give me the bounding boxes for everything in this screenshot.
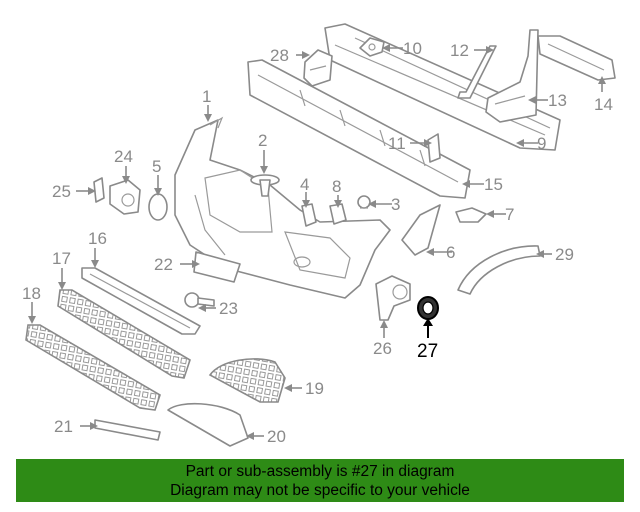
part-13-bracket xyxy=(485,29,539,123)
callout-labels: 1 2 3 4 5 6 7 8 9 10 11 12 13 14 15 16 1… xyxy=(22,39,613,446)
part-10-bracket xyxy=(359,37,385,57)
part-29-wheel-arch-trim xyxy=(457,245,541,295)
banner-line-part-number: Part or sub-assembly is #27 in diagram xyxy=(185,463,455,480)
callout-10: 10 xyxy=(403,39,422,58)
callout-17: 17 xyxy=(52,249,71,268)
callout-12: 12 xyxy=(450,41,469,60)
part-18-grille xyxy=(25,324,161,411)
callout-6: 6 xyxy=(446,243,455,262)
callout-2: 2 xyxy=(258,131,267,150)
callout-20: 20 xyxy=(267,427,286,446)
part-3-clip xyxy=(357,195,371,209)
parts-diagram: 1 2 3 4 5 6 7 8 9 10 11 12 13 14 15 16 1… xyxy=(22,23,616,447)
part-17-grille xyxy=(57,289,191,379)
callout-22: 22 xyxy=(154,255,173,274)
callout-4: 4 xyxy=(300,175,309,194)
callout-19: 19 xyxy=(305,379,324,398)
part-20-fog-trim xyxy=(167,402,249,447)
callout-16: 16 xyxy=(88,229,107,248)
callout-29: 29 xyxy=(555,245,574,264)
banner-line-disclaimer: Diagram may not be specific to your vehi… xyxy=(170,482,470,499)
callout-3: 3 xyxy=(391,195,400,214)
callout-9: 9 xyxy=(537,134,546,153)
part-11-bracket xyxy=(427,133,441,163)
callout-1: 1 xyxy=(202,87,211,106)
callout-15: 15 xyxy=(484,175,503,194)
callout-14: 14 xyxy=(594,95,613,114)
callout-5: 5 xyxy=(152,157,161,176)
part-25-ring xyxy=(93,177,105,203)
callout-28: 28 xyxy=(270,46,289,65)
part-7-clip xyxy=(455,207,487,223)
part-4-bracket xyxy=(301,203,317,227)
part-24-sensor xyxy=(109,179,141,215)
callout-13: 13 xyxy=(548,91,567,110)
callout-26: 26 xyxy=(373,339,392,358)
callout-27-highlighted: 27 xyxy=(417,341,438,362)
part-26-sensor xyxy=(375,275,411,321)
part-5-ring xyxy=(148,193,168,221)
callout-11: 11 xyxy=(388,134,406,153)
callout-8: 8 xyxy=(332,177,341,196)
callout-23: 23 xyxy=(219,299,238,318)
callout-24: 24 xyxy=(114,147,133,166)
part-2-stud xyxy=(250,174,280,197)
callout-18: 18 xyxy=(22,284,41,303)
callout-25: 25 xyxy=(52,182,71,201)
part-15-energy-absorber xyxy=(247,59,471,199)
part-21-trim-strip xyxy=(94,419,161,441)
part-12-bracket xyxy=(457,45,497,99)
part-27-ring-highlighted xyxy=(417,296,439,320)
leader-lines xyxy=(28,44,606,440)
part-23-bolt xyxy=(184,292,215,308)
part-6-bracket xyxy=(401,204,441,256)
callout-21: 21 xyxy=(54,417,73,436)
callout-7: 7 xyxy=(505,205,514,224)
part-19-fog-grille xyxy=(208,358,286,403)
part-28-sensor xyxy=(303,49,333,87)
info-banner: Part or sub-assembly is #27 in diagram D… xyxy=(16,459,624,502)
part-14-bracket xyxy=(537,35,616,81)
